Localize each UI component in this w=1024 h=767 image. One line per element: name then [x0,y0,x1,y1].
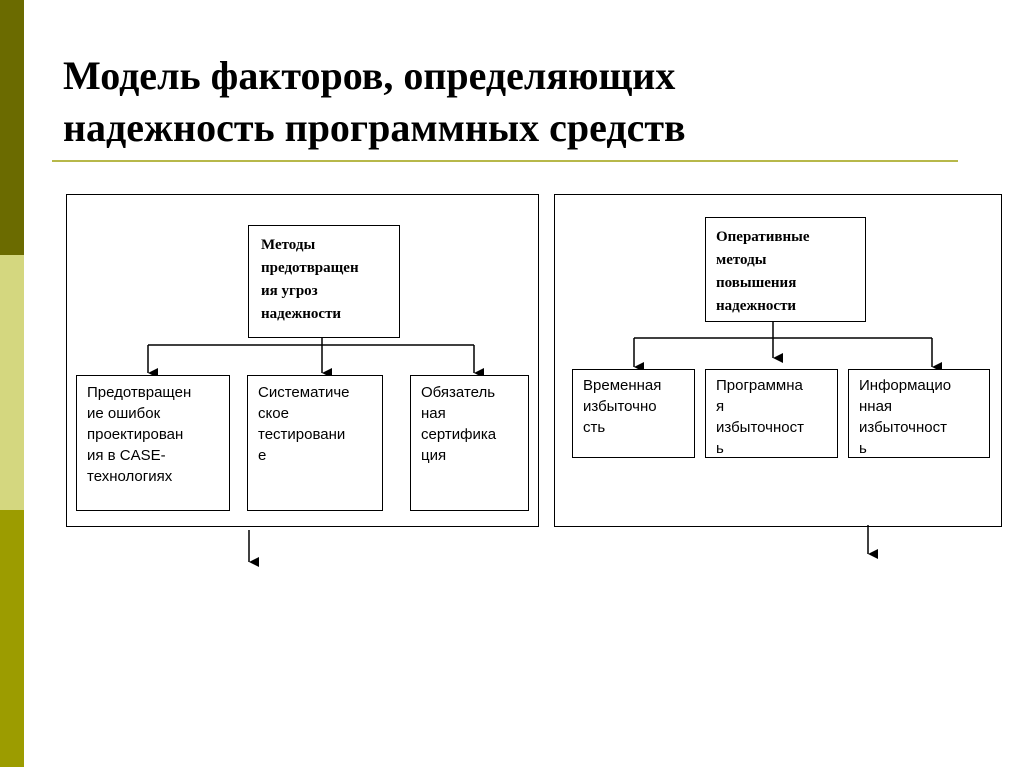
systematic-testing-box: Систематиче ское тестировани е [247,375,383,511]
operative-methods-box: Оперативные методы повышения надежности [705,217,866,322]
slide-title: Модель факторов, определяющих надежность… [63,50,963,154]
sidebar-stripe-light [0,255,24,510]
sidebar-stripe-dark [0,0,24,255]
title-underline [52,160,958,162]
information-redundancy-box: Информацио нная избыточност ь [848,369,990,458]
case-error-prevention-box: Предотвращен ие ошибок проектирован ия в… [76,375,230,511]
software-redundancy-box: Программна я избыточност ь [705,369,838,458]
sidebar-stripe-olive [0,510,24,767]
prevention-methods-box: Методы предотвращен ия угроз надежности [248,225,400,338]
mandatory-certification-box: Обязатель ная сертифика ция [410,375,529,511]
title-line-1: Модель факторов, определяющих [63,53,676,98]
title-line-2: надежность программных средств [63,105,686,150]
time-redundancy-box: Временная избыточно сть [572,369,695,458]
